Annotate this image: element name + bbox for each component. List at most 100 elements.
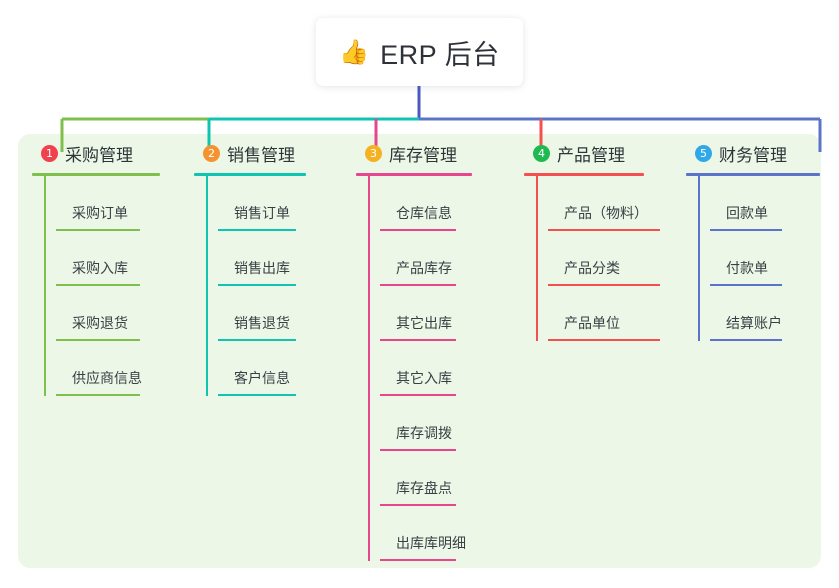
branch-item-rule [380, 504, 456, 506]
branch-item-rule [56, 394, 140, 396]
branch-number-badge: 2 [203, 144, 220, 162]
branch-column-4: 4 产品管理产品（物料） 产品分类产品单位 [524, 134, 660, 341]
branch-item[interactable]: 产品单位 [536, 286, 660, 341]
branch-item-label: 产品单位 [564, 315, 620, 331]
branch-item[interactable]: 采购退货 [44, 286, 160, 341]
branch-item[interactable]: 销售退货 [206, 286, 306, 341]
branch-item[interactable]: 回款单 [698, 176, 820, 231]
branch-item-rule [218, 229, 296, 231]
branch-item[interactable]: 结算账户 [698, 286, 820, 341]
branch-item-label: 销售订单 [234, 205, 290, 221]
branch-item-rule [380, 339, 456, 341]
branch-header-rule [524, 173, 644, 176]
branch-item-rule [380, 559, 456, 561]
branch-item-label: 库存调拨 [396, 425, 452, 441]
branch-item-rule [380, 449, 456, 451]
branch-item-label: 产品库存 [396, 260, 452, 276]
branch-title: 财务管理 [719, 145, 787, 165]
branch-header-5[interactable]: 5 财务管理 [686, 134, 820, 172]
branch-item[interactable]: 仓库信息 [368, 176, 472, 231]
branch-title: 库存管理 [389, 145, 457, 165]
branch-title: 产品管理 [557, 145, 625, 165]
branch-item-rule [710, 284, 782, 286]
branch-item-label: 产品分类 [564, 260, 620, 276]
branch-column-3: 3 库存管理仓库信息产品库存其它出库其它入库库存调拨库存盘点出库库明细 [356, 134, 472, 561]
branch-number-badge: 1 [41, 144, 58, 162]
branch-column-5: 5 财务管理回款单付款单结算账户 [686, 134, 820, 341]
branch-item[interactable]: 采购入库 [44, 231, 160, 286]
branch-trunk-line [206, 176, 208, 396]
branch-item[interactable]: 其它出库 [368, 286, 472, 341]
branch-number-badge: 3 [365, 144, 382, 162]
branch-column-2: 2 销售管理销售订单销售出库销售退货客户信息 [194, 134, 306, 396]
branch-item-label: 出库库明细 [396, 535, 466, 551]
branch-item-list: 产品（物料） 产品分类产品单位 [524, 176, 660, 341]
branch-item[interactable]: 库存盘点 [368, 451, 472, 506]
branch-item-label: 库存盘点 [396, 480, 452, 496]
branch-item-label: 销售出库 [234, 260, 290, 276]
branch-item-rule [218, 394, 296, 396]
branch-item-rule [56, 339, 140, 341]
branch-title: 销售管理 [227, 145, 295, 165]
branch-item-label: 产品（物料） [564, 205, 648, 221]
branch-trunk-line [44, 176, 46, 396]
branch-trunk-line [536, 176, 538, 341]
root-node-card[interactable]: 👍 ERP 后台 [316, 18, 523, 86]
branch-header-3[interactable]: 3 库存管理 [356, 134, 472, 172]
branch-header-rule [356, 173, 472, 176]
branch-item[interactable]: 产品库存 [368, 231, 472, 286]
branch-item-label: 结算账户 [726, 315, 782, 331]
branch-item-label: 付款单 [726, 260, 768, 276]
branch-header-rule [32, 173, 160, 176]
branch-item-list: 回款单付款单结算账户 [686, 176, 820, 341]
branch-title: 采购管理 [65, 145, 133, 165]
branches-panel [18, 134, 821, 568]
branch-item-rule [380, 229, 456, 231]
branch-item[interactable]: 销售出库 [206, 231, 306, 286]
branch-item[interactable]: 其它入库 [368, 341, 472, 396]
branch-header-1[interactable]: 1 采购管理 [32, 134, 160, 172]
branch-item-rule [548, 339, 660, 341]
branch-header-rule [686, 173, 820, 176]
branch-item-label: 销售退货 [234, 315, 290, 331]
branch-item-label: 其它出库 [396, 315, 452, 331]
thumbs-up-icon: 👍 [339, 38, 370, 66]
branch-number-badge: 5 [695, 144, 712, 162]
branch-header-4[interactable]: 4 产品管理 [524, 134, 644, 172]
branch-column-1: 1 采购管理采购订单采购入库采购退货供应商信息 [32, 134, 160, 396]
branch-item-label: 客户信息 [234, 370, 290, 386]
branch-item-rule [380, 394, 456, 396]
branch-item[interactable]: 付款单 [698, 231, 820, 286]
branch-item-label: 供应商信息 [72, 370, 142, 386]
branch-item-label: 采购退货 [72, 315, 128, 331]
branch-header-rule [194, 173, 306, 176]
branch-item[interactable]: 库存调拨 [368, 396, 472, 451]
branch-item[interactable]: 销售订单 [206, 176, 306, 231]
branch-item[interactable]: 供应商信息 [44, 341, 160, 396]
branch-item-rule [56, 284, 140, 286]
branch-columns: 1 采购管理采购订单采购入库采购退货供应商信息 2 销售管理销售订单销售出库销售退货客… [18, 134, 821, 568]
branch-item-label: 其它入库 [396, 370, 452, 386]
branch-item-rule [548, 229, 660, 231]
branch-header-2[interactable]: 2 销售管理 [194, 134, 306, 172]
branch-item[interactable]: 客户信息 [206, 341, 306, 396]
branch-item-list: 采购订单采购入库采购退货供应商信息 [32, 176, 160, 396]
branch-item-rule [218, 284, 296, 286]
branch-item[interactable]: 产品分类 [536, 231, 660, 286]
branch-item-rule [218, 339, 296, 341]
branch-item-list: 仓库信息产品库存其它出库其它入库库存调拨库存盘点出库库明细 [356, 176, 472, 561]
branch-item[interactable]: 产品（物料） [536, 176, 660, 231]
branch-trunk-line [368, 176, 370, 561]
branch-item[interactable]: 采购订单 [44, 176, 160, 231]
branch-item-label: 仓库信息 [396, 205, 452, 221]
branch-item-label: 采购入库 [72, 260, 128, 276]
branch-item-rule [710, 229, 782, 231]
branch-item-rule [56, 229, 140, 231]
branch-item-label: 采购订单 [72, 205, 128, 221]
branch-item[interactable]: 出库库明细 [368, 506, 472, 561]
branch-number-badge: 4 [533, 144, 550, 162]
branch-item-rule [548, 284, 660, 286]
branch-item-rule [380, 284, 456, 286]
branch-item-list: 销售订单销售出库销售退货客户信息 [194, 176, 306, 396]
